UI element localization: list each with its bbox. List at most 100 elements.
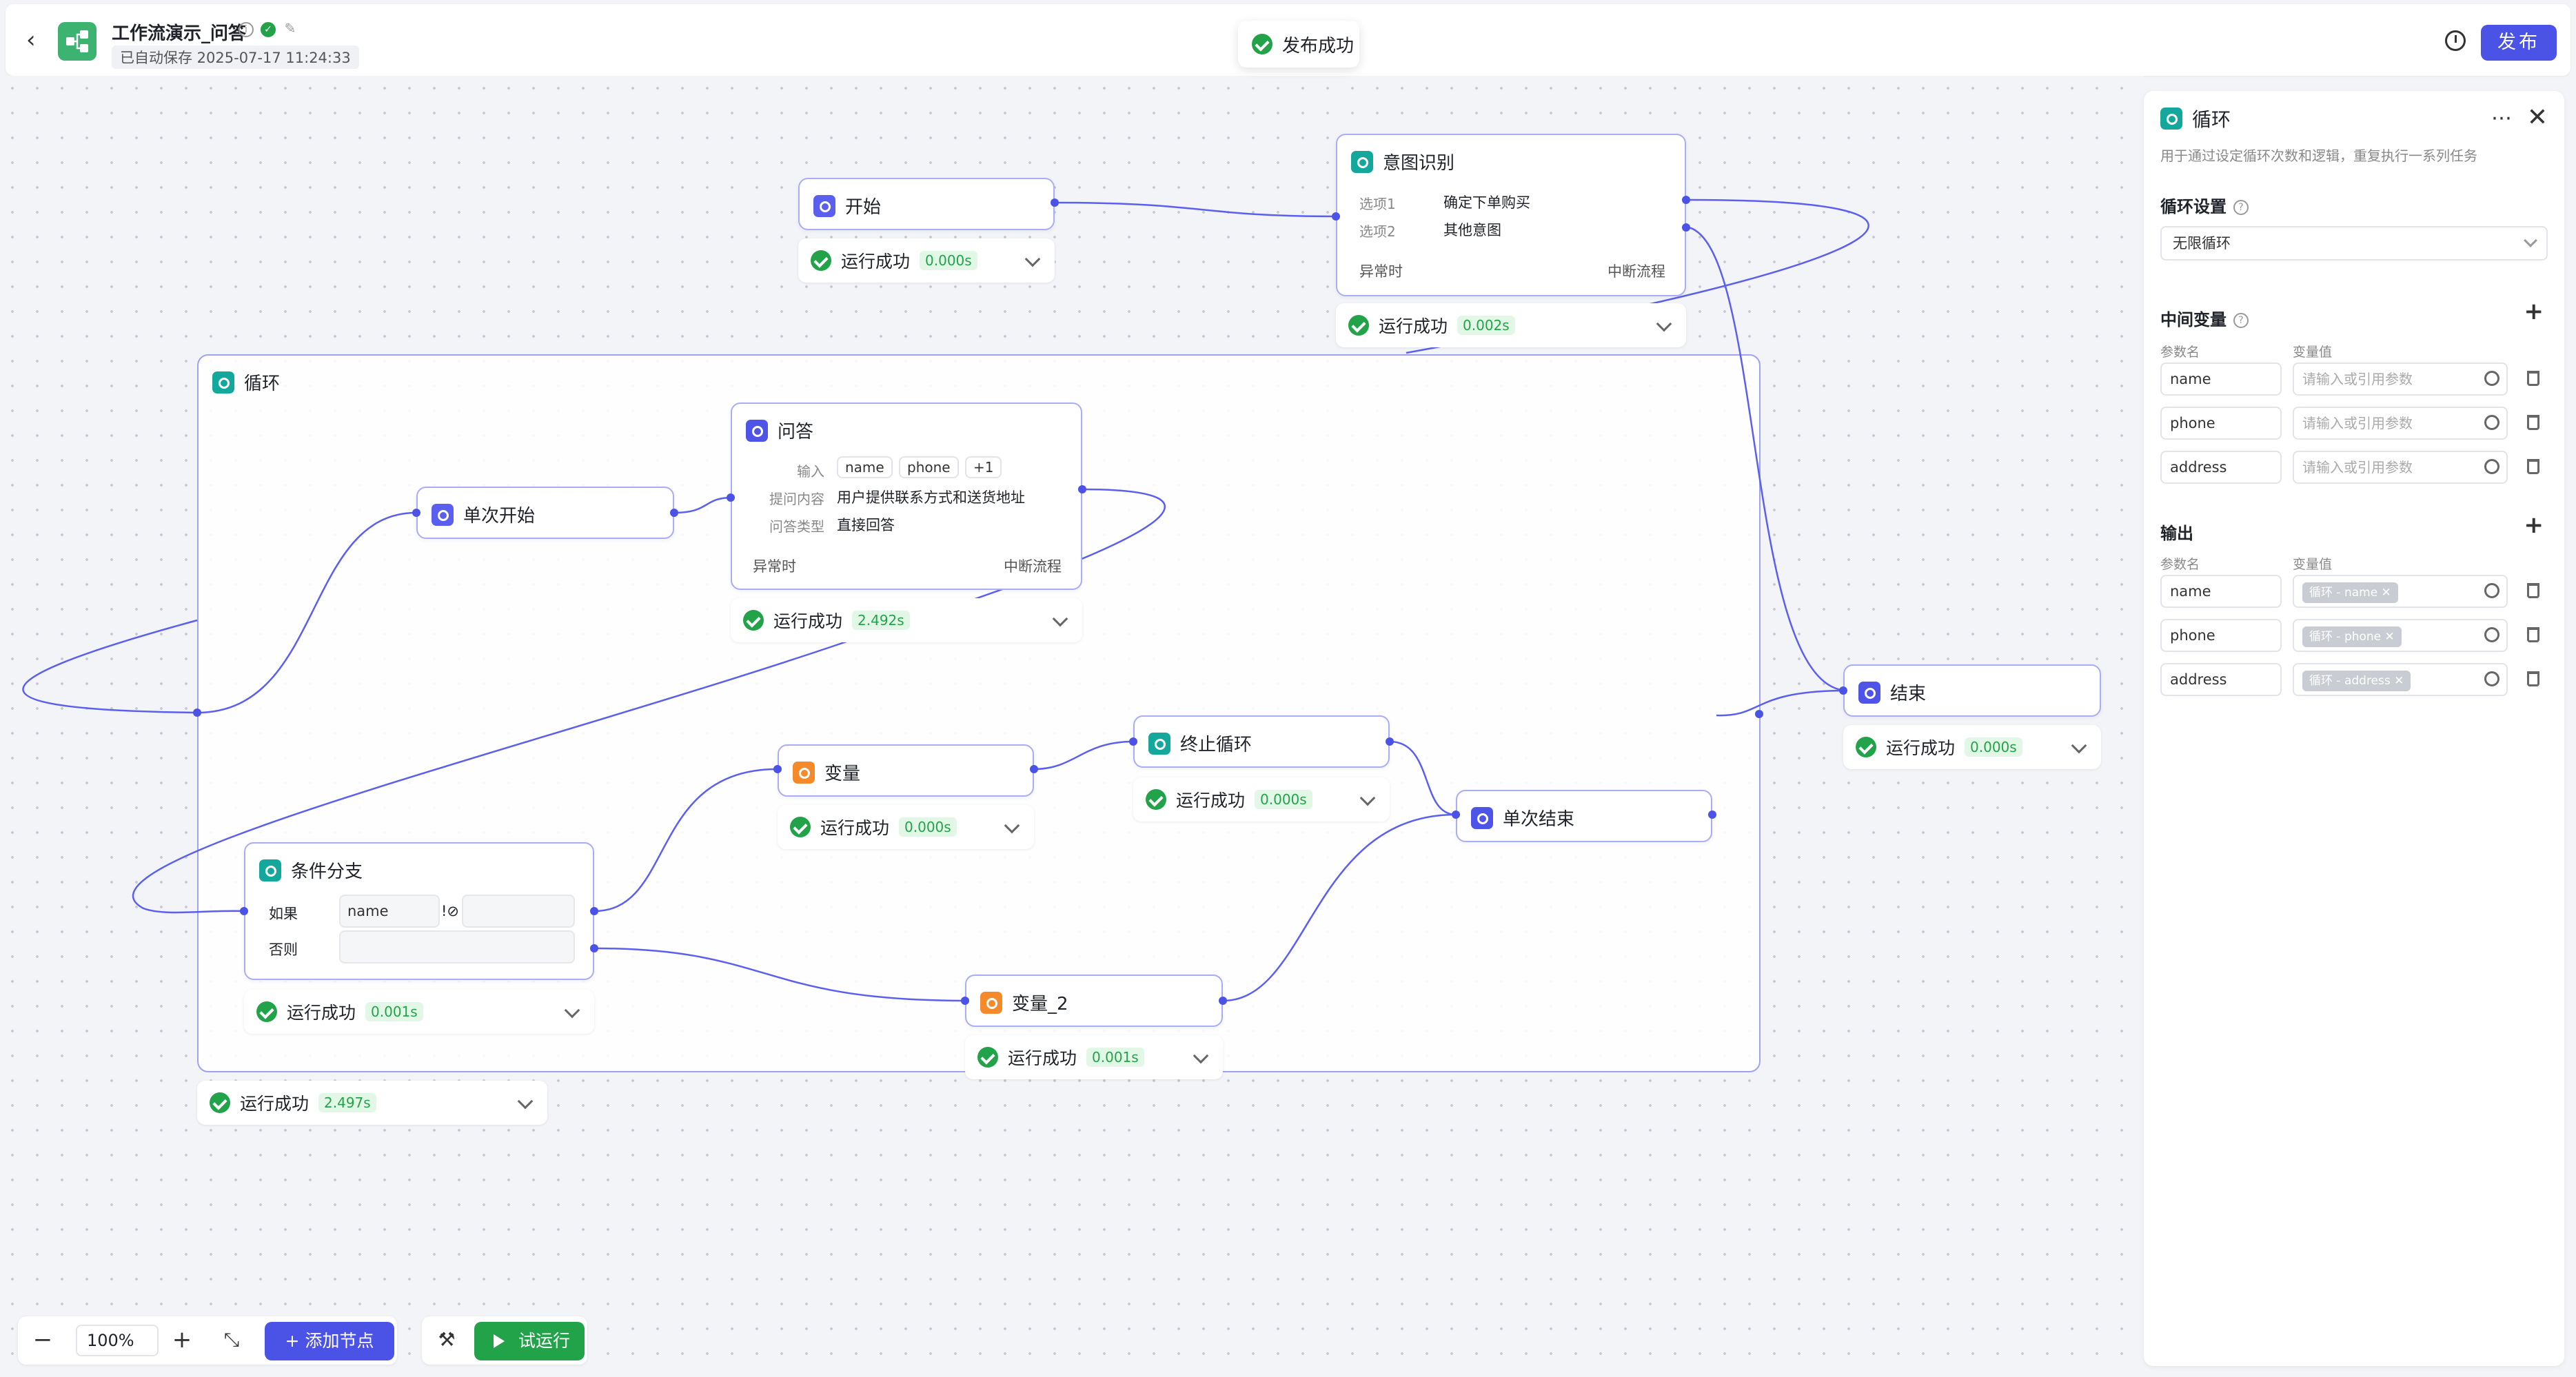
input-port[interactable] [1129, 737, 1137, 746]
intent-run-status[interactable]: 运行成功 0.002s [1336, 303, 1686, 347]
mid-var-value-input[interactable]: 请输入或引用参数 [2293, 451, 2508, 484]
mid-var-name[interactable]: address [2160, 451, 2282, 484]
condition-operator[interactable]: !⊘ [441, 903, 460, 919]
mid-var-value-input[interactable]: 请输入或引用参数 [2293, 407, 2508, 440]
add-node-button[interactable]: + 添加节点 [265, 1322, 394, 1360]
info-icon[interactable]: i [239, 22, 254, 37]
add-mid-var-button[interactable]: + [2524, 298, 2544, 325]
delete-icon[interactable] [2527, 459, 2539, 474]
input-port[interactable] [961, 997, 969, 1005]
output-value-input[interactable]: 循环 - phone ✕ [2293, 619, 2508, 652]
single-start-node[interactable]: 单次开始 [416, 487, 674, 539]
output-port[interactable] [670, 509, 678, 517]
zoom-in-button[interactable]: + [172, 1326, 192, 1354]
output-port[interactable] [1051, 198, 1059, 207]
loop-output-port[interactable] [1755, 710, 1763, 718]
chevron-down-icon[interactable] [1004, 817, 1020, 834]
end-node[interactable]: 结束 [1843, 664, 2101, 717]
output-port[interactable] [590, 944, 598, 952]
chevron-down-icon[interactable] [1193, 1048, 1209, 1064]
output-port[interactable] [1682, 196, 1690, 204]
output-port[interactable] [1219, 997, 1227, 1005]
variable2-node[interactable]: 变量_2 [965, 975, 1223, 1027]
edit-icon[interactable]: ✎ [284, 20, 296, 37]
more-icon[interactable]: ⋯ [2491, 106, 2512, 130]
input-port[interactable] [412, 509, 420, 517]
output-value-input[interactable]: 循环 - name ✕ [2293, 575, 2508, 608]
output-port[interactable] [1030, 765, 1038, 773]
tool-icon[interactable]: ⚒ [438, 1328, 456, 1351]
output-name[interactable]: address [2160, 663, 2282, 696]
publish-button[interactable]: 发布 [2481, 25, 2557, 61]
qa-node[interactable]: 问答 输入 name phone +1 提问内容 用户提供联系方式和送货地址 问… [731, 402, 1082, 590]
chevron-down-icon[interactable] [1024, 251, 1041, 267]
chevron-down-icon[interactable] [1656, 316, 1672, 332]
delete-icon[interactable] [2527, 583, 2539, 598]
success-icon [743, 610, 764, 631]
input-chip-more[interactable]: +1 [965, 456, 1002, 478]
add-output-button[interactable]: + [2524, 511, 2544, 539]
mid-var-name[interactable]: name [2160, 363, 2282, 396]
output-port[interactable] [1078, 485, 1086, 493]
fit-view-icon[interactable]: ⤡ [223, 1328, 240, 1351]
input-port[interactable] [773, 765, 782, 773]
chevron-down-icon[interactable] [2071, 737, 2087, 754]
zoom-select[interactable]: 100% [76, 1325, 159, 1356]
condition-value[interactable] [462, 895, 575, 928]
delete-icon[interactable] [2527, 627, 2539, 642]
gear-icon[interactable] [2484, 627, 2499, 642]
back-icon[interactable]: ‹ [26, 26, 36, 54]
end-run-status[interactable]: 运行成功 0.000s [1843, 725, 2101, 769]
loop-inner-port[interactable] [193, 708, 201, 717]
help-icon[interactable]: ? [2233, 313, 2249, 328]
gear-icon[interactable] [2484, 415, 2499, 430]
mid-var-value-input[interactable]: 请输入或引用参数 [2293, 363, 2508, 396]
condition-field[interactable]: name [339, 895, 440, 928]
gear-icon[interactable] [2484, 371, 2499, 386]
variable-node[interactable]: 变量 [778, 744, 1034, 797]
condition-run-status[interactable]: 运行成功 0.001s [244, 990, 594, 1034]
output-port[interactable] [590, 907, 598, 915]
input-port[interactable] [1452, 810, 1460, 819]
test-run-button[interactable]: 试运行 [474, 1322, 585, 1360]
zoom-out-button[interactable]: − [32, 1326, 53, 1354]
intent-node[interactable]: 意图识别 选项1 确定下单购买 选项2 其他意图 异常时 中断流程 [1336, 134, 1686, 296]
loop-mode-select[interactable]: 无限循环 [2160, 226, 2548, 261]
start-run-status[interactable]: 运行成功 0.000s [798, 238, 1055, 283]
chevron-down-icon[interactable] [1359, 790, 1376, 806]
output-name[interactable]: phone [2160, 619, 2282, 652]
output-value-input[interactable]: 循环 - address ✕ [2293, 663, 2508, 696]
output-name[interactable]: name [2160, 575, 2282, 608]
help-icon[interactable]: ? [2233, 200, 2249, 215]
delete-icon[interactable] [2527, 371, 2539, 386]
variable-run-status[interactable]: 运行成功 0.000s [778, 805, 1034, 849]
qa-run-status[interactable]: 运行成功 2.492s [731, 598, 1082, 642]
condition-node[interactable]: 条件分支 如果 name !⊘ 否则 [244, 842, 594, 980]
delete-icon[interactable] [2527, 671, 2539, 686]
stop-loop-run-status[interactable]: 运行成功 0.000s [1133, 777, 1390, 822]
history-icon[interactable] [2445, 30, 2466, 51]
chevron-down-icon[interactable] [1052, 611, 1068, 627]
close-icon[interactable]: ✕ [2526, 103, 2548, 132]
gear-icon[interactable] [2484, 583, 2499, 598]
input-port[interactable] [240, 907, 248, 915]
input-port[interactable] [1839, 686, 1847, 695]
stop-loop-node[interactable]: 终止循环 [1133, 715, 1390, 768]
loop-run-status[interactable]: 运行成功 2.497s [197, 1081, 547, 1125]
output-port[interactable] [1386, 737, 1394, 746]
delete-icon[interactable] [2527, 415, 2539, 430]
ref-tag-text: 循环 - address [2309, 674, 2391, 688]
input-port[interactable] [727, 493, 735, 502]
start-node[interactable]: 开始 [798, 178, 1055, 230]
mid-var-name[interactable]: phone [2160, 407, 2282, 440]
input-port[interactable] [1332, 212, 1340, 221]
workflow-logo-icon [58, 22, 97, 61]
chevron-down-icon[interactable] [517, 1093, 534, 1110]
output-port[interactable] [1708, 810, 1716, 819]
chevron-down-icon[interactable] [564, 1002, 580, 1019]
gear-icon[interactable] [2484, 671, 2499, 686]
variable2-run-status[interactable]: 运行成功 0.001s [965, 1035, 1223, 1079]
gear-icon[interactable] [2484, 459, 2499, 474]
output-port[interactable] [1682, 223, 1690, 232]
single-end-node[interactable]: 单次结束 [1456, 790, 1712, 842]
